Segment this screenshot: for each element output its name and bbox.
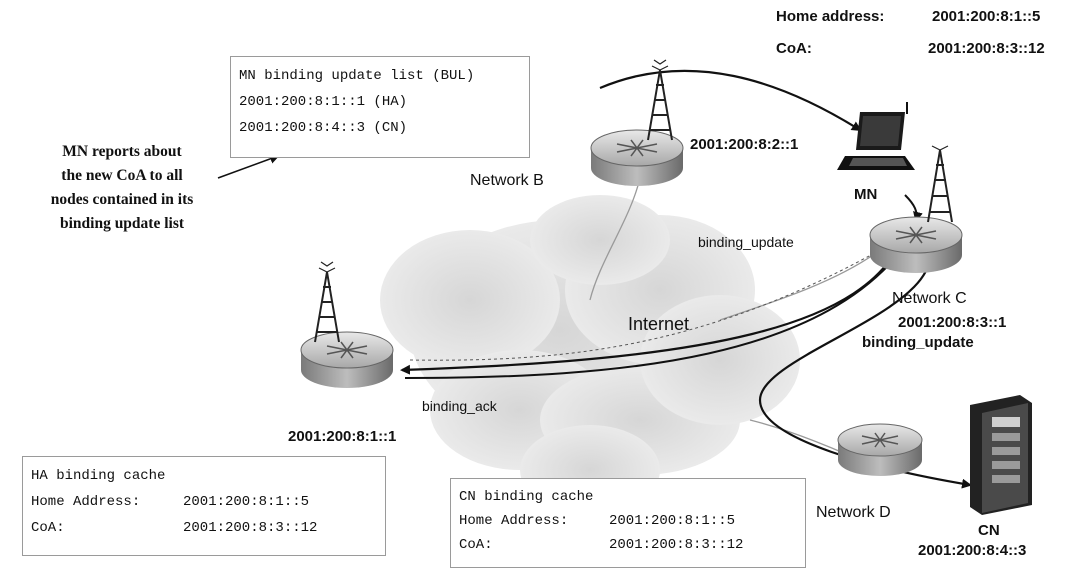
cn-cache-coa-row: CoA: 2001:200:8:3::12 xyxy=(459,533,797,557)
ha-cache-coa-value: 2001:200:8:3::12 xyxy=(183,520,318,536)
antenna-network-c-icon xyxy=(927,145,953,223)
binding-update-label-1: binding_update xyxy=(698,234,794,250)
ha-cache-title: HA binding cache xyxy=(31,468,166,484)
cn-label: CN xyxy=(978,522,1000,539)
bul-box: MN binding update list (BUL) 2001:200:8:… xyxy=(230,56,530,158)
internet-label: Internet xyxy=(628,314,690,334)
note-line: binding update list xyxy=(59,215,185,232)
ha-cache-coa-label: CoA: xyxy=(31,520,65,536)
top-coa-value: 2001:200:8:3::12 xyxy=(928,40,1045,57)
cn-binding-cache-box: CN binding cache Home Address: 2001:200:8… xyxy=(450,478,806,568)
ha-cache-home-value: 2001:200:8:1::5 xyxy=(183,494,310,510)
annotation-note: MN reports about the new CoA to all node… xyxy=(22,140,222,236)
binding-update-ha-path xyxy=(400,231,907,375)
cn-cache-home-label: Home Address: xyxy=(459,513,569,529)
cn-cache-coa-label: CoA: xyxy=(459,537,493,553)
mn-label: MN xyxy=(854,186,878,203)
note-line: nodes contained in its xyxy=(50,191,194,208)
bul-entry-ha: 2001:200:8:1::1 (HA) xyxy=(239,94,408,110)
note-line: the new CoA to all xyxy=(61,167,183,184)
cn-cache-home-row: Home Address: 2001:200:8:1::5 xyxy=(459,509,797,533)
bul-title: MN binding update list (BUL) xyxy=(239,68,475,84)
router-network-c xyxy=(869,216,963,273)
ha-cache-home-label: Home Address: xyxy=(31,494,141,510)
note-line: MN reports about xyxy=(62,143,182,160)
network-b-address: 2001:200:8:2::1 xyxy=(690,136,799,153)
note-arrow xyxy=(217,154,280,179)
bul-entry-cn: 2001:200:8:4::3 (CN) xyxy=(239,120,408,136)
antenna-ha-icon xyxy=(314,261,340,343)
cn-cache-home-value: 2001:200:8:1::5 xyxy=(609,513,736,529)
ha-binding-cache-box: HA binding cache Home Address: 2001:200:8… xyxy=(22,456,386,556)
binding-ack-label: binding_ack xyxy=(422,398,497,414)
router-network-b xyxy=(590,129,684,186)
binding-ack-path xyxy=(404,235,913,379)
network-d-label: Network D xyxy=(816,504,891,521)
network-c-label: Network C xyxy=(892,290,967,307)
cn-address: 2001:200:8:4::3 xyxy=(918,542,1027,559)
mn-c-link-arrow xyxy=(904,194,923,222)
mn-move-arrow xyxy=(599,69,862,132)
router-network-d xyxy=(837,423,923,476)
top-home-address-label: Home address: xyxy=(776,8,885,25)
top-coa-label: CoA: xyxy=(776,40,812,57)
ha-dashed-line xyxy=(409,249,881,361)
top-home-address-value: 2001:200:8:1::5 xyxy=(932,8,1041,25)
binding-update-label-2: binding_update xyxy=(862,334,974,351)
cn-cache-coa-value: 2001:200:8:3::12 xyxy=(609,537,744,553)
cn-cache-title: CN binding cache xyxy=(459,489,594,505)
network-b-label: Network B xyxy=(470,172,544,189)
laptop-icon xyxy=(837,102,915,170)
ha-address: 2001:200:8:1::1 xyxy=(288,428,397,445)
antenna-network-b-icon xyxy=(647,59,673,141)
ha-cache-coa-row: CoA: 2001:200:8:3::12 xyxy=(31,515,377,541)
network-c-address: 2001:200:8:3::1 xyxy=(898,314,1007,331)
ha-cache-home-row: Home Address: 2001:200:8:1::5 xyxy=(31,489,377,515)
server-icon xyxy=(970,395,1032,515)
router-ha xyxy=(300,331,394,388)
